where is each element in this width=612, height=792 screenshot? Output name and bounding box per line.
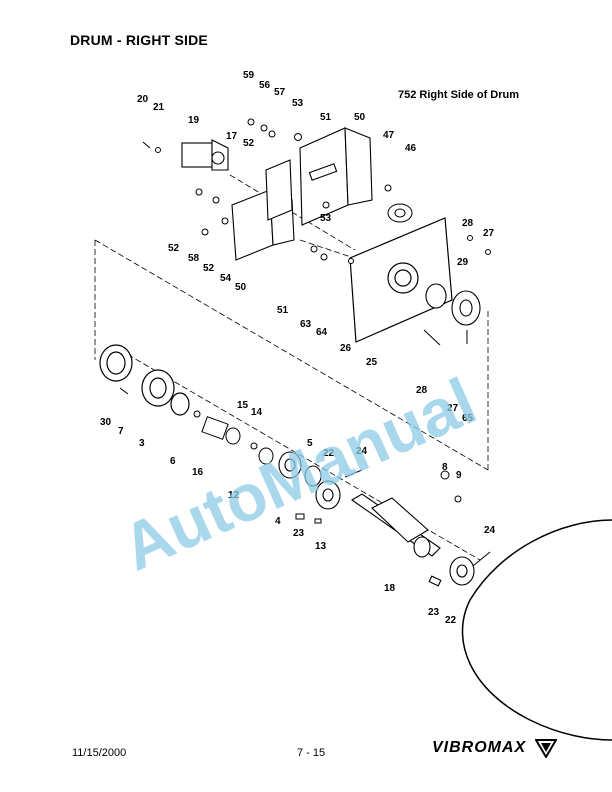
callout-label: 52: [243, 138, 255, 149]
callout-label: 29: [457, 257, 469, 268]
callout-label: 4: [275, 516, 281, 527]
callout-label: 59: [243, 70, 255, 81]
callout-label: 56: [259, 80, 271, 91]
callout-label: 24: [484, 525, 496, 536]
callout-label: 27: [483, 228, 495, 239]
callout-label: 53: [292, 98, 304, 109]
bearing-set: [278, 451, 341, 510]
callout-label: 16: [192, 467, 204, 478]
callout-label: 58: [188, 253, 200, 264]
coupling-assembly: [193, 410, 274, 465]
callout-label: 25: [366, 357, 378, 368]
callout-label: 57: [274, 87, 286, 98]
callout-label: 23: [428, 607, 440, 618]
callout-label: 15: [237, 400, 249, 411]
callout-label: 52: [203, 263, 215, 274]
fasteners: [119, 118, 491, 567]
right-bearing: [428, 556, 475, 587]
footer-page-number: 7 - 15: [297, 747, 326, 759]
callout-label: 19: [188, 115, 200, 126]
callout-label: 51: [277, 305, 289, 316]
footer-date: 11/15/2000: [72, 747, 127, 759]
callout-label: 63: [300, 319, 312, 330]
left-seal-stack: [99, 344, 190, 416]
callout-label: 12: [228, 490, 240, 501]
part-callouts: 20 21 19 59 56 57 53 51 50 47 46 17 52 5…: [100, 70, 496, 626]
brand-logo-text: VIBROMAX: [432, 739, 527, 756]
callout-label: 6: [170, 456, 176, 467]
callout-label: 52: [168, 243, 180, 254]
callout-label: 22: [445, 615, 457, 626]
mounting-brackets: [231, 127, 373, 261]
callout-label: 51: [320, 112, 332, 123]
callout-label: 22: [323, 448, 335, 459]
callout-label: 50: [354, 112, 366, 123]
callout-label: 53: [320, 213, 332, 224]
brand-emblem-icon: [535, 739, 557, 758]
callout-label: 27: [447, 403, 459, 414]
callout-label: 47: [383, 130, 395, 141]
callout-label: 23: [293, 528, 305, 539]
hydraulic-motor: [181, 139, 229, 171]
callout-label: 18: [384, 583, 396, 594]
callout-label: 17: [226, 131, 238, 142]
callout-label: 50: [235, 282, 247, 293]
callout-label: 21: [153, 102, 165, 113]
callout-label: 65: [462, 413, 474, 424]
drum-shell: [461, 519, 612, 741]
drive-shaft: [350, 493, 441, 558]
callout-label: 64: [316, 327, 328, 338]
callout-label: 7: [118, 426, 124, 437]
callout-label: 14: [251, 407, 263, 418]
bearing-plate: [349, 217, 453, 343]
diagram-caption: 752 Right Side of Drum: [398, 89, 519, 101]
flange: [387, 203, 413, 223]
page-title: DRUM - RIGHT SIDE: [70, 32, 208, 48]
callout-label: 46: [405, 143, 417, 154]
callout-label: 26: [340, 343, 352, 354]
callout-label: 30: [100, 417, 112, 428]
hub: [425, 283, 481, 326]
callout-label: 20: [137, 94, 149, 105]
callout-label: 54: [220, 273, 232, 284]
callout-label: 8: [442, 462, 448, 473]
callout-label: 3: [139, 438, 145, 449]
callout-label: 9: [456, 470, 462, 481]
callout-label: 24: [356, 446, 368, 457]
callout-label: 28: [462, 218, 474, 229]
callout-label: 13: [315, 541, 327, 552]
callout-label: 5: [307, 438, 313, 449]
callout-label: 28: [416, 385, 428, 396]
